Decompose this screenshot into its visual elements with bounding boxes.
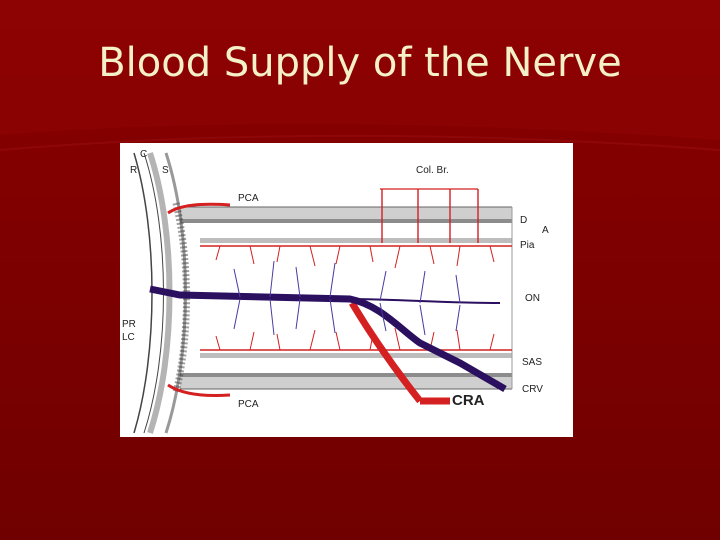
label-cra: CRA — [452, 392, 485, 409]
diagram-labels: C R S PCA Col. Br. D A Pia ON PR LC SAS … — [122, 149, 549, 410]
label-r: R — [130, 165, 137, 176]
label-pca-bottom: PCA — [238, 399, 259, 410]
label-sas: SAS — [522, 357, 542, 368]
label-a: A — [542, 225, 549, 236]
label-col-br: Col. Br. — [416, 165, 449, 176]
slide-title: Blood Supply of the Nerve — [98, 40, 622, 86]
label-lc: LC — [122, 332, 135, 343]
label-pia: Pia — [520, 240, 535, 251]
label-pr: PR — [122, 319, 136, 330]
label-c: C — [140, 149, 147, 160]
label-crv: CRV — [522, 384, 543, 395]
label-on: ON — [525, 293, 540, 304]
venous-branches — [149, 260, 507, 393]
label-pca-top: PCA — [238, 193, 259, 204]
label-d: D — [520, 215, 527, 226]
nerve-sheath-bands — [180, 206, 513, 390]
label-s: S — [162, 165, 169, 176]
arterial-branches — [167, 188, 512, 405]
nerve-blood-supply-diagram: C R S PCA Col. Br. D A Pia ON PR LC SAS … — [120, 143, 573, 437]
